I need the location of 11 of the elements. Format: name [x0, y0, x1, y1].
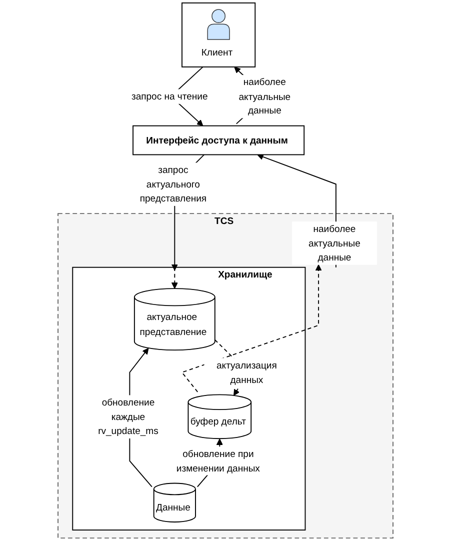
edge-label: запрос на чтение [131, 90, 208, 102]
edge-label: обновление каждые rv_update_ms [98, 396, 158, 436]
edge-label: запрос актуального представления [140, 164, 207, 204]
node-box: Интерфейс доступа к данным [132, 125, 305, 156]
arrow [181, 264, 322, 394]
edge-label: наиболее актуальные данные [238, 76, 291, 116]
edge-label: обновление при изменении данных [176, 448, 260, 474]
edge-label: актуализация данных [216, 360, 277, 385]
edge-label: наиболее актуальные данные [308, 223, 360, 263]
node-box: Клиент [182, 2, 256, 68]
arrow [171, 266, 178, 289]
